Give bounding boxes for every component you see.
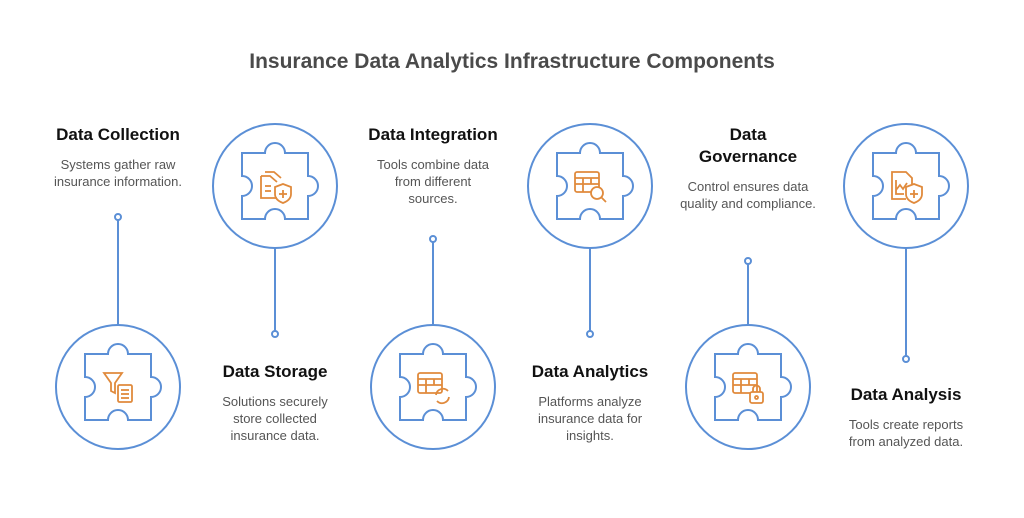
- document-shield-icon: [260, 171, 292, 204]
- component-description: Tools create reports from analyzed data.: [848, 417, 964, 449]
- table-refresh-icon: [417, 372, 450, 405]
- node-circle: [370, 324, 496, 450]
- filter-document-icon: [102, 372, 133, 403]
- component-description: Tools combine data from different source…: [376, 157, 489, 206]
- connector-dot: [586, 330, 594, 338]
- label-data-integration: Data Integration Tools combine data from…: [353, 124, 513, 207]
- puzzle-piece-icon: [241, 142, 319, 220]
- connector-dot: [744, 257, 752, 265]
- label-data-storage: Data Storage Solutions securely store co…: [195, 361, 355, 444]
- component-heading: Data Analysis: [850, 385, 962, 404]
- puzzle-piece-icon: [872, 142, 950, 220]
- component-description: Control ensures data quality and complia…: [680, 179, 816, 211]
- component-description: Solutions securely store collected insur…: [222, 394, 328, 443]
- connector-dot: [902, 355, 910, 363]
- node-data-integration: [370, 235, 496, 450]
- puzzle-piece-icon: [714, 343, 792, 421]
- diagram-title: Insurance Data Analytics Infrastructure …: [249, 50, 775, 73]
- label-data-collection: Data Collection Systems gather raw insur…: [38, 124, 198, 190]
- component-heading: Data Governance: [698, 125, 798, 166]
- component-description: Platforms analyze insurance data for ins…: [537, 394, 643, 443]
- node-circle: [55, 324, 181, 450]
- component-heading: Data Analytics: [531, 362, 649, 381]
- connector-dot: [271, 330, 279, 338]
- puzzle-piece-icon: [556, 142, 634, 220]
- component-description: Systems gather raw insurance information…: [54, 157, 182, 189]
- chart-shield-icon: [891, 171, 923, 204]
- node-data-storage: [212, 123, 338, 338]
- node-circle: [843, 123, 969, 249]
- label-data-analysis: Data Analysis Tools create reports from …: [826, 384, 986, 450]
- label-data-governance: Data Governance Control ensures data qua…: [680, 124, 816, 212]
- node-circle: [527, 123, 653, 249]
- node-data-collection: [55, 213, 181, 450]
- node-data-analysis: [843, 123, 969, 363]
- table-search-icon: [574, 171, 607, 203]
- puzzle-piece-icon: [399, 343, 477, 421]
- node-circle: [212, 123, 338, 249]
- component-heading: Data Integration: [368, 125, 498, 144]
- component-heading: Data Collection: [56, 125, 180, 144]
- node-circle: [685, 324, 811, 450]
- connector-dot: [114, 213, 122, 221]
- node-data-analytics: [527, 123, 653, 338]
- puzzle-piece-icon: [84, 343, 162, 421]
- table-lock-icon: [732, 372, 764, 404]
- component-heading: Data Storage: [222, 362, 328, 381]
- connector-dot: [429, 235, 437, 243]
- node-data-governance: [685, 257, 811, 450]
- label-data-analytics: Data Analytics Platforms analyze insuran…: [510, 361, 670, 444]
